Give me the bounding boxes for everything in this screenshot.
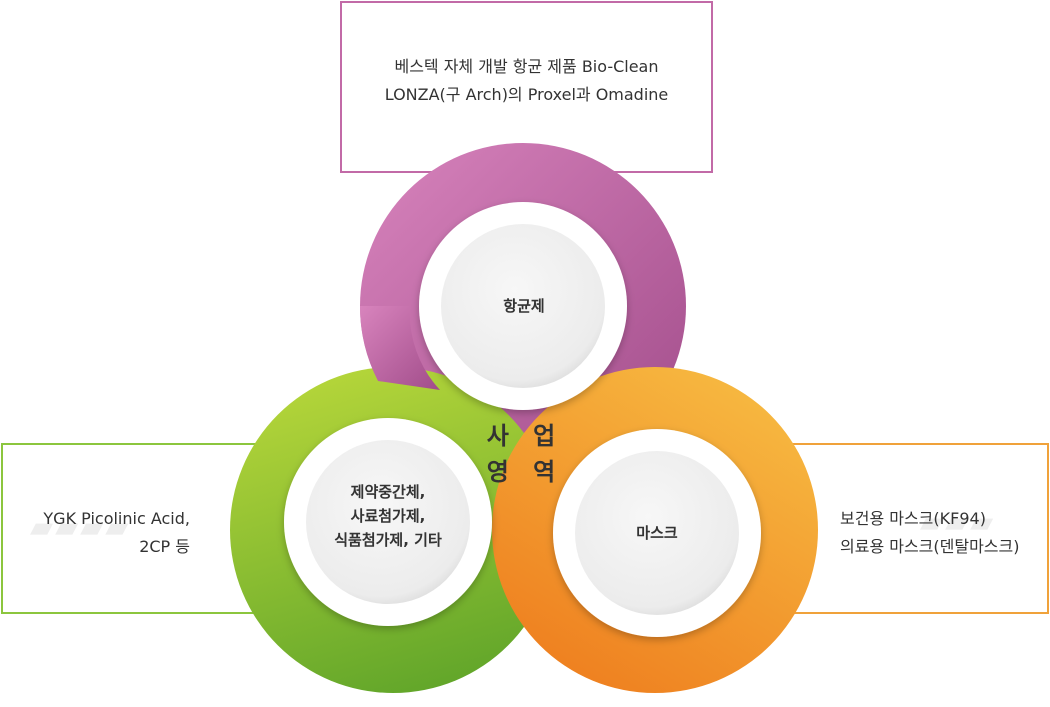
desc-top-line-2: LONZA(구 Arch)의 Proxel과 Omadine — [384, 85, 669, 104]
desc-left-line-1: YGK Picolinic Acid, — [43, 509, 190, 528]
desc-text-top: 베스텍 자체 개발 항균 제품 Bio-Clean LONZA(구 Arch)의… — [340, 53, 713, 109]
ring-top-overlap — [359, 306, 440, 390]
desc-right-line-1: 보건용 마스크(KF94) — [840, 509, 986, 528]
desc-right-line-2: 의료용 마스크(덴탈마스크) — [840, 537, 1020, 556]
segment-label-right-text: 마스크 — [636, 524, 678, 542]
desc-text-left: YGK Picolinic Acid, 2CP 등 — [43, 505, 190, 561]
center-label-line-2: 영 역 — [486, 458, 564, 486]
inner-disc-right-face — [575, 451, 739, 615]
desc-box-left — [1, 443, 271, 614]
segment-label-left-line-1: 제약중간체, — [350, 483, 426, 501]
segment-label-top-text: 항균제 — [503, 297, 545, 315]
center-label: 사 업 영 역 — [455, 418, 595, 490]
watermark-left: ▰▰▰▰ — [30, 510, 131, 545]
segment-label-top: 항균제 — [424, 294, 624, 318]
segment-label-left-line-2: 사료첨가제, — [350, 507, 426, 525]
desc-top-line-1: 베스텍 자체 개발 항균 제품 Bio-Clean — [394, 57, 659, 76]
segment-label-left: 제약중간체, 사료첨가제, 식품첨가제, 기타 — [288, 480, 488, 552]
inner-disc-top-face — [441, 224, 605, 388]
watermark-right: ▰▰▰ — [920, 505, 996, 540]
segment-label-left-line-3: 식품첨가제, 기타 — [334, 531, 442, 549]
desc-box-right — [784, 443, 1049, 614]
desc-left-line-2: 2CP 등 — [139, 537, 190, 556]
center-label-line-1: 사 업 — [486, 422, 564, 450]
segment-label-right: 마스크 — [557, 521, 757, 545]
inner-disc-left-face — [306, 440, 470, 604]
desc-text-right: 보건용 마스크(KF94) 의료용 마스크(덴탈마스크) — [840, 505, 1020, 561]
